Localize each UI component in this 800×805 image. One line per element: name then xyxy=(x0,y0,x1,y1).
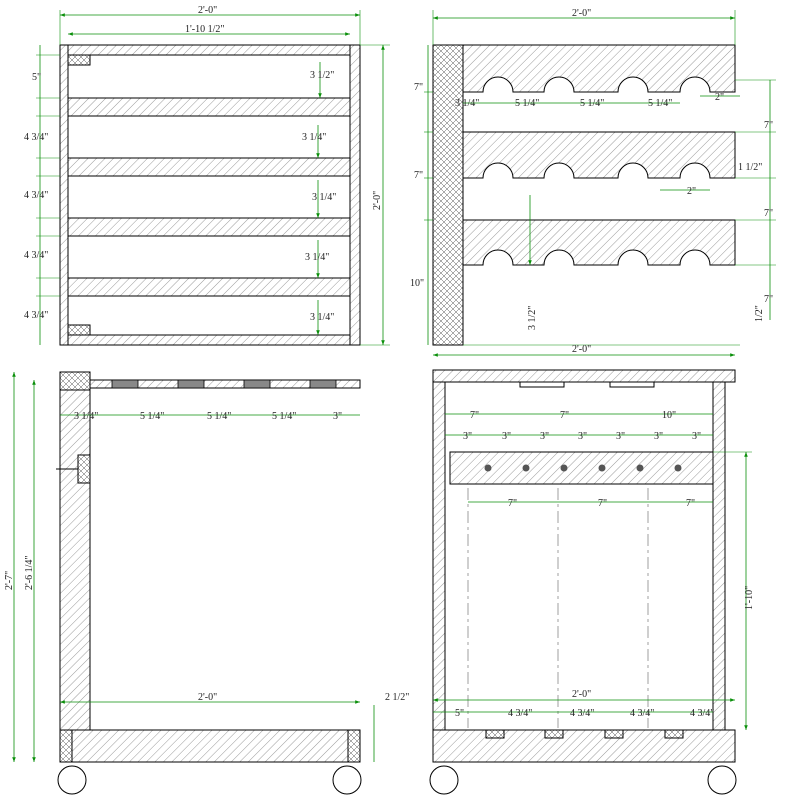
view-top-left: 2'-0" 1'-10 1/2" 2'-0" 5" 4 3/4" 4 3/4" … xyxy=(24,5,390,346)
br-peg-dim-3: 3" xyxy=(540,431,549,442)
tr-right-dim-4: 7" xyxy=(764,294,773,305)
view-top-right: 2'-0" 3 1/4" 5 1/4" 5 1/4" 5 1/4" 2" 7" … xyxy=(410,8,776,346)
view-bottom-right: 2'-0" 7" 7" 10" 3" 3" 3" 3" 3" 3" 3" 7" … xyxy=(429,344,755,795)
br-top-dim-2: 7" xyxy=(560,410,569,421)
br-bay-dim-3: 7" xyxy=(686,498,695,509)
tr-slot-dim-3: 5 1/4" xyxy=(580,98,604,109)
tl-left-dim-2: 4 3/4" xyxy=(24,132,48,143)
tl-inner-width: 1'-10 1/2" xyxy=(185,24,225,35)
tr-slot-gap: 2" xyxy=(715,92,724,103)
tr-right-dim-5: 1/2" xyxy=(754,305,765,322)
tr-left-dim-2: 7" xyxy=(414,170,423,181)
tl-right-dim-1: 3 1/2" xyxy=(310,70,334,81)
br-peg-dim-5: 3" xyxy=(616,431,625,442)
bl-inner-height: 2'-6 1/4" xyxy=(24,556,35,591)
view-bottom-left: 3 1/4" 5 1/4" 5 1/4" 5 1/4" 3" 2'-7" 2'-… xyxy=(4,371,409,795)
tr-overall-width: 2'-0" xyxy=(572,8,591,19)
tl-right-dim-4: 3 1/4" xyxy=(305,252,329,263)
bl-base-width: 2'-0" xyxy=(198,692,217,703)
br-peg-dim-7: 3" xyxy=(692,431,701,442)
tl-right-dim-2: 3 1/4" xyxy=(302,132,326,143)
tr-right-dim-2: 1 1/2" xyxy=(738,162,762,173)
br-top-dim-3: 10" xyxy=(662,410,676,421)
br-base-dim-4: 4 3/4" xyxy=(630,708,654,719)
bl-overall-height: 2'-7" xyxy=(4,571,15,590)
tl-overall-width: 2'-0" xyxy=(198,5,217,16)
tl-left-dim-4: 4 3/4" xyxy=(24,250,48,261)
br-base-dim-2: 4 3/4" xyxy=(508,708,532,719)
tr-slot-dim-2: 5 1/4" xyxy=(515,98,539,109)
tr-right-dim-1: 7" xyxy=(764,120,773,131)
tl-right-dim-5: 3 1/4" xyxy=(310,312,334,323)
br-top-dim-1: 7" xyxy=(470,410,479,421)
br-peg-dim-4: 3" xyxy=(578,431,587,442)
tl-left-dim-1: 5" xyxy=(32,72,41,83)
bl-base-height: 2 1/2" xyxy=(385,692,409,703)
br-height-dim: 1'-10" xyxy=(744,586,755,610)
br-bay-dim-2: 7" xyxy=(598,498,607,509)
tr-mid-gap: 2" xyxy=(687,186,696,197)
tr-left-dim-3: 10" xyxy=(410,278,424,289)
br-peg-dim-1: 3" xyxy=(463,431,472,442)
br-peg-dim-2: 3" xyxy=(502,431,511,442)
bl-top-dim-2: 5 1/4" xyxy=(140,411,164,422)
bl-top-dim-3: 5 1/4" xyxy=(207,411,231,422)
tr-right-dim-3: 7" xyxy=(764,208,773,219)
br-base-width: 2'-0" xyxy=(572,689,591,700)
br-peg-dim-6: 3" xyxy=(654,431,663,442)
bl-top-dim-5: 3" xyxy=(333,411,342,422)
br-base-dim-5: 4 3/4" xyxy=(690,708,714,719)
br-base-dim-3: 4 3/4" xyxy=(570,708,594,719)
tr-slot-dim-4: 5 1/4" xyxy=(648,98,672,109)
tl-overall-height: 2'-0" xyxy=(372,191,383,210)
bl-top-dim-4: 5 1/4" xyxy=(272,411,296,422)
tr-left-dim-1: 7" xyxy=(414,82,423,93)
bl-top-dim-1: 3 1/4" xyxy=(74,411,98,422)
tl-left-dim-5: 4 3/4" xyxy=(24,310,48,321)
br-bay-dim-1: 7" xyxy=(508,498,517,509)
tl-right-dim-3: 3 1/4" xyxy=(312,192,336,203)
br-base-dim-1: 5" xyxy=(455,708,464,719)
tl-left-dim-3: 4 3/4" xyxy=(24,190,48,201)
tr-slot-dim-1: 3 1/4" xyxy=(455,98,479,109)
br-overall-width: 2'-0" xyxy=(572,344,591,355)
tr-vertical-dim: 3 1/2" xyxy=(527,306,538,330)
